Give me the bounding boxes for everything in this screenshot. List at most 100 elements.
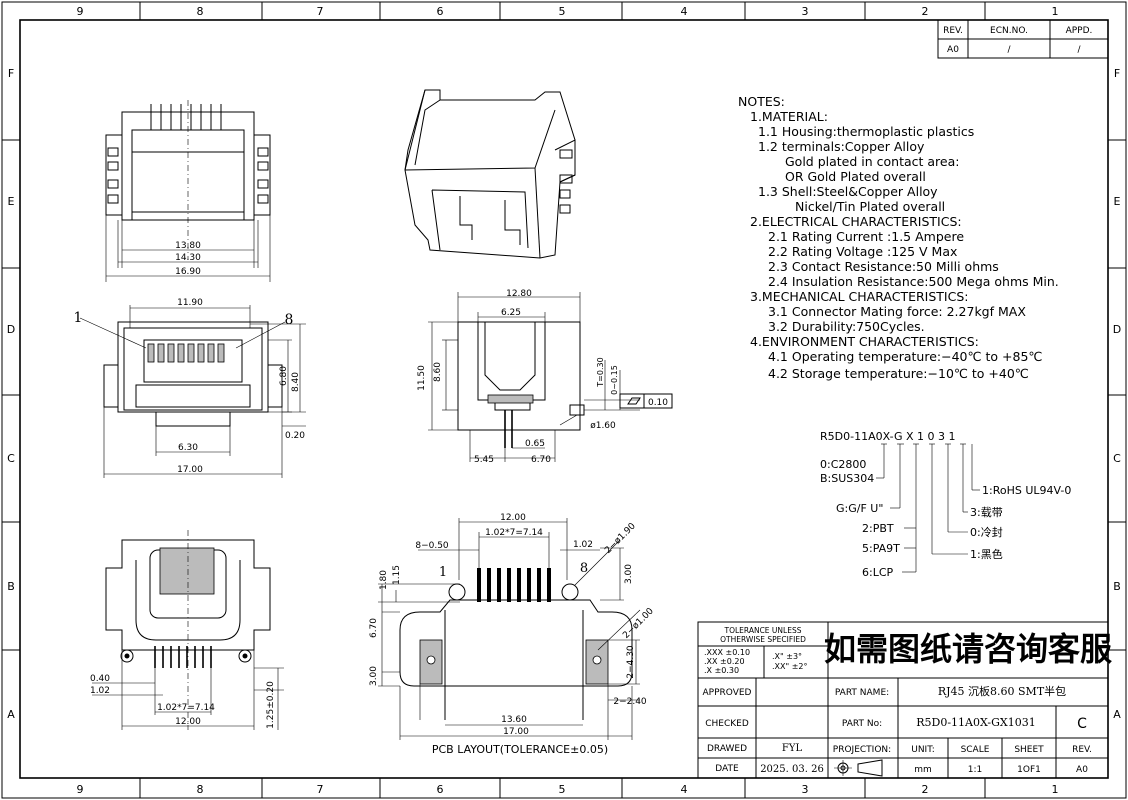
svg-text:8: 8 (285, 312, 294, 328)
svg-text:6.30: 6.30 (178, 443, 198, 453)
svg-text:17.00: 17.00 (177, 465, 203, 475)
svg-text:0:冷封: 0:冷封 (970, 525, 1003, 539)
svg-text:1.3 Shell:Steel&Copper Alloy: 1.3 Shell:Steel&Copper Alloy (758, 184, 938, 199)
svg-text:1: 1 (1052, 5, 1059, 18)
svg-text:2.2 Rating Voltage :125 V: 2.2 Rating Voltage :125 V Max (768, 244, 957, 259)
revision-table: REV. ECN.NO. APPD. A0 / / (937, 19, 1109, 59)
svg-text:6: 6 (437, 783, 444, 796)
svg-text:1.02: 1.02 (573, 540, 593, 550)
svg-text:OTHERWISE SPECIFIED: OTHERWISE SPECIFIED (720, 635, 806, 644)
svg-text:CHECKED: CHECKED (705, 719, 749, 729)
svg-text:R5D0-11A0X-G X 1 0 3 1: R5D0-11A0X-G X 1 0 3 1 (820, 430, 956, 443)
svg-text:6:LCP: 6:LCP (862, 566, 894, 579)
svg-text:13.80: 13.80 (175, 241, 201, 251)
svg-text:1: 1 (439, 565, 447, 580)
svg-text:RJ45 沉板8.60 SMT半包: RJ45 沉板8.60 SMT半包 (938, 684, 1066, 698)
svg-text:A0: A0 (1076, 765, 1088, 775)
svg-text:PART NAME:: PART NAME: (835, 688, 889, 698)
svg-text:2: 2 (922, 783, 929, 796)
svg-text:14.30: 14.30 (175, 253, 201, 263)
svg-text:16.90: 16.90 (175, 267, 201, 277)
inner-frame (19, 19, 1109, 779)
pcb-layout: 12.00 1.02*7=7.14 8−0.50 1.02 2−ø1.90 2−… (369, 513, 656, 756)
svg-text:DRAWED: DRAWED (707, 744, 747, 754)
svg-text:B:SUS304: B:SUS304 (820, 472, 874, 485)
svg-text:E: E (8, 195, 15, 208)
svg-text:17.00: 17.00 (503, 727, 529, 737)
svg-text:0.10: 0.10 (648, 398, 668, 408)
svg-text:1.02*7=7.14: 1.02*7=7.14 (485, 528, 543, 538)
svg-text:1: 1 (1052, 783, 1059, 796)
svg-text:.XXX ±0.10: .XXX ±0.10 (704, 648, 750, 657)
notes: NOTES: 1.MATERIAL: 1.1 Housing:thermopla… (738, 94, 1059, 381)
svg-text:C: C (1113, 452, 1121, 465)
title-block: TOLERANCE UNLESS OTHERWISE SPECIFIED .XX… (697, 621, 1112, 779)
front-view: 11.90 6.30 17.00 6.80 8.40 0.20 1 8 (74, 298, 306, 478)
svg-text:3: 3 (802, 783, 809, 796)
svg-text:8−0.50: 8−0.50 (415, 541, 449, 551)
svg-text:ECN.NO.: ECN.NO. (990, 26, 1028, 36)
svg-text:1.2 terminals:Copper Alloy: 1.2 terminals:Copper Alloy (758, 139, 925, 154)
svg-text:.XX" ±2°: .XX" ±2° (772, 662, 808, 671)
isometric-view (404, 89, 576, 259)
svg-text:0.40: 0.40 (90, 674, 110, 684)
svg-text:B: B (7, 580, 15, 593)
svg-text:5: 5 (559, 5, 566, 18)
svg-text:PCB LAYOUT(TOLERANCE±0.05): PCB LAYOUT(TOLERANCE±0.05) (432, 743, 608, 756)
title-banner: 如需图纸请咨询客服 (824, 630, 1112, 668)
svg-text:8.60: 8.60 (433, 362, 443, 382)
svg-text:2−2.40: 2−2.40 (613, 697, 647, 707)
svg-text:1.15: 1.15 (392, 565, 402, 585)
svg-text:NOTES:: NOTES: (738, 94, 785, 109)
svg-text:.X" ±3°: .X" ±3° (772, 652, 802, 661)
svg-text:0.20: 0.20 (285, 431, 305, 441)
svg-text:B: B (1113, 580, 1121, 593)
svg-text:5:PA9T: 5:PA9T (862, 542, 900, 555)
svg-text:REV.: REV. (1072, 745, 1092, 755)
svg-text:3.1 Connector Mating force:: 3.1 Connector Mating force: 2.27kgf MAX (768, 304, 1026, 319)
svg-text:6.70: 6.70 (531, 455, 551, 465)
svg-text:2.3 Contact Resistance:50 M: 2.3 Contact Resistance:50 Milli ohms (768, 259, 999, 274)
svg-text:DATE: DATE (715, 764, 739, 774)
svg-text:4: 4 (681, 5, 688, 18)
side-view: 12.80 6.25 11.50 8.60 T=0.30 0~0.15 0.10… (417, 289, 673, 465)
svg-text:REV.: REV. (943, 26, 963, 36)
svg-text:/: / (1007, 45, 1011, 55)
svg-text:13.60: 13.60 (501, 715, 527, 725)
svg-text:1:RoHS UL94V-0: 1:RoHS UL94V-0 (982, 484, 1071, 497)
svg-text:ø1.60: ø1.60 (590, 421, 616, 431)
svg-text:R5D0-11A0X-GX1031: R5D0-11A0X-GX1031 (916, 716, 1036, 729)
svg-text:8: 8 (580, 561, 588, 576)
svg-text:A: A (7, 708, 15, 721)
svg-text:PROJECTION:: PROJECTION: (833, 745, 891, 755)
svg-text:3.2 Durability:750Cycles.: 3.2 Durability:750Cycles. (768, 319, 925, 334)
svg-text:4: 4 (681, 783, 688, 796)
svg-text:5.45: 5.45 (474, 455, 494, 465)
projection-symbol (834, 759, 883, 777)
svg-text:0~0.15: 0~0.15 (610, 365, 619, 395)
svg-text:3:载带: 3:载带 (970, 506, 1003, 519)
svg-text:G:G/F U": G:G/F U" (836, 502, 883, 515)
svg-text:T=0.30: T=0.30 (596, 357, 605, 387)
row-labels: FE DC BA FE DC BA (7, 67, 1121, 721)
svg-text:APPROVED: APPROVED (703, 688, 752, 698)
svg-text:4.ENVIRONMENT CHARACTERISTICS: 4.ENVIRONMENT CHARACTERISTICS: (750, 334, 979, 349)
svg-text:6.25: 6.25 (501, 308, 521, 318)
svg-text:0:C2800: 0:C2800 (820, 458, 866, 471)
svg-text:SCALE: SCALE (961, 745, 990, 755)
svg-text:1.MATERIAL:: 1.MATERIAL: (750, 109, 828, 124)
svg-text:3.MECHANICAL CHARACTERISTICS:: 3.MECHANICAL CHARACTERISTICS: (750, 289, 969, 304)
svg-text:9: 9 (77, 783, 84, 796)
svg-text:2.1 Rating Current :1.5 Am: 2.1 Rating Current :1.5 Ampere (768, 229, 964, 244)
svg-text:6.70: 6.70 (369, 618, 379, 638)
svg-text:1.25±0.20: 1.25±0.20 (266, 681, 276, 729)
svg-text:D: D (7, 323, 15, 336)
svg-text:E: E (1114, 195, 1121, 208)
svg-text:1.1 Housing:thermoplastic pl: 1.1 Housing:thermoplastic plastics (758, 124, 974, 139)
part-code: R5D0-11A0X-G X 1 0 3 1 0:C2800 B:SUS304 … (820, 430, 1071, 579)
svg-text:OR Gold Plated overall: OR Gold Plated overall (785, 169, 926, 184)
svg-text:A0: A0 (947, 45, 959, 55)
